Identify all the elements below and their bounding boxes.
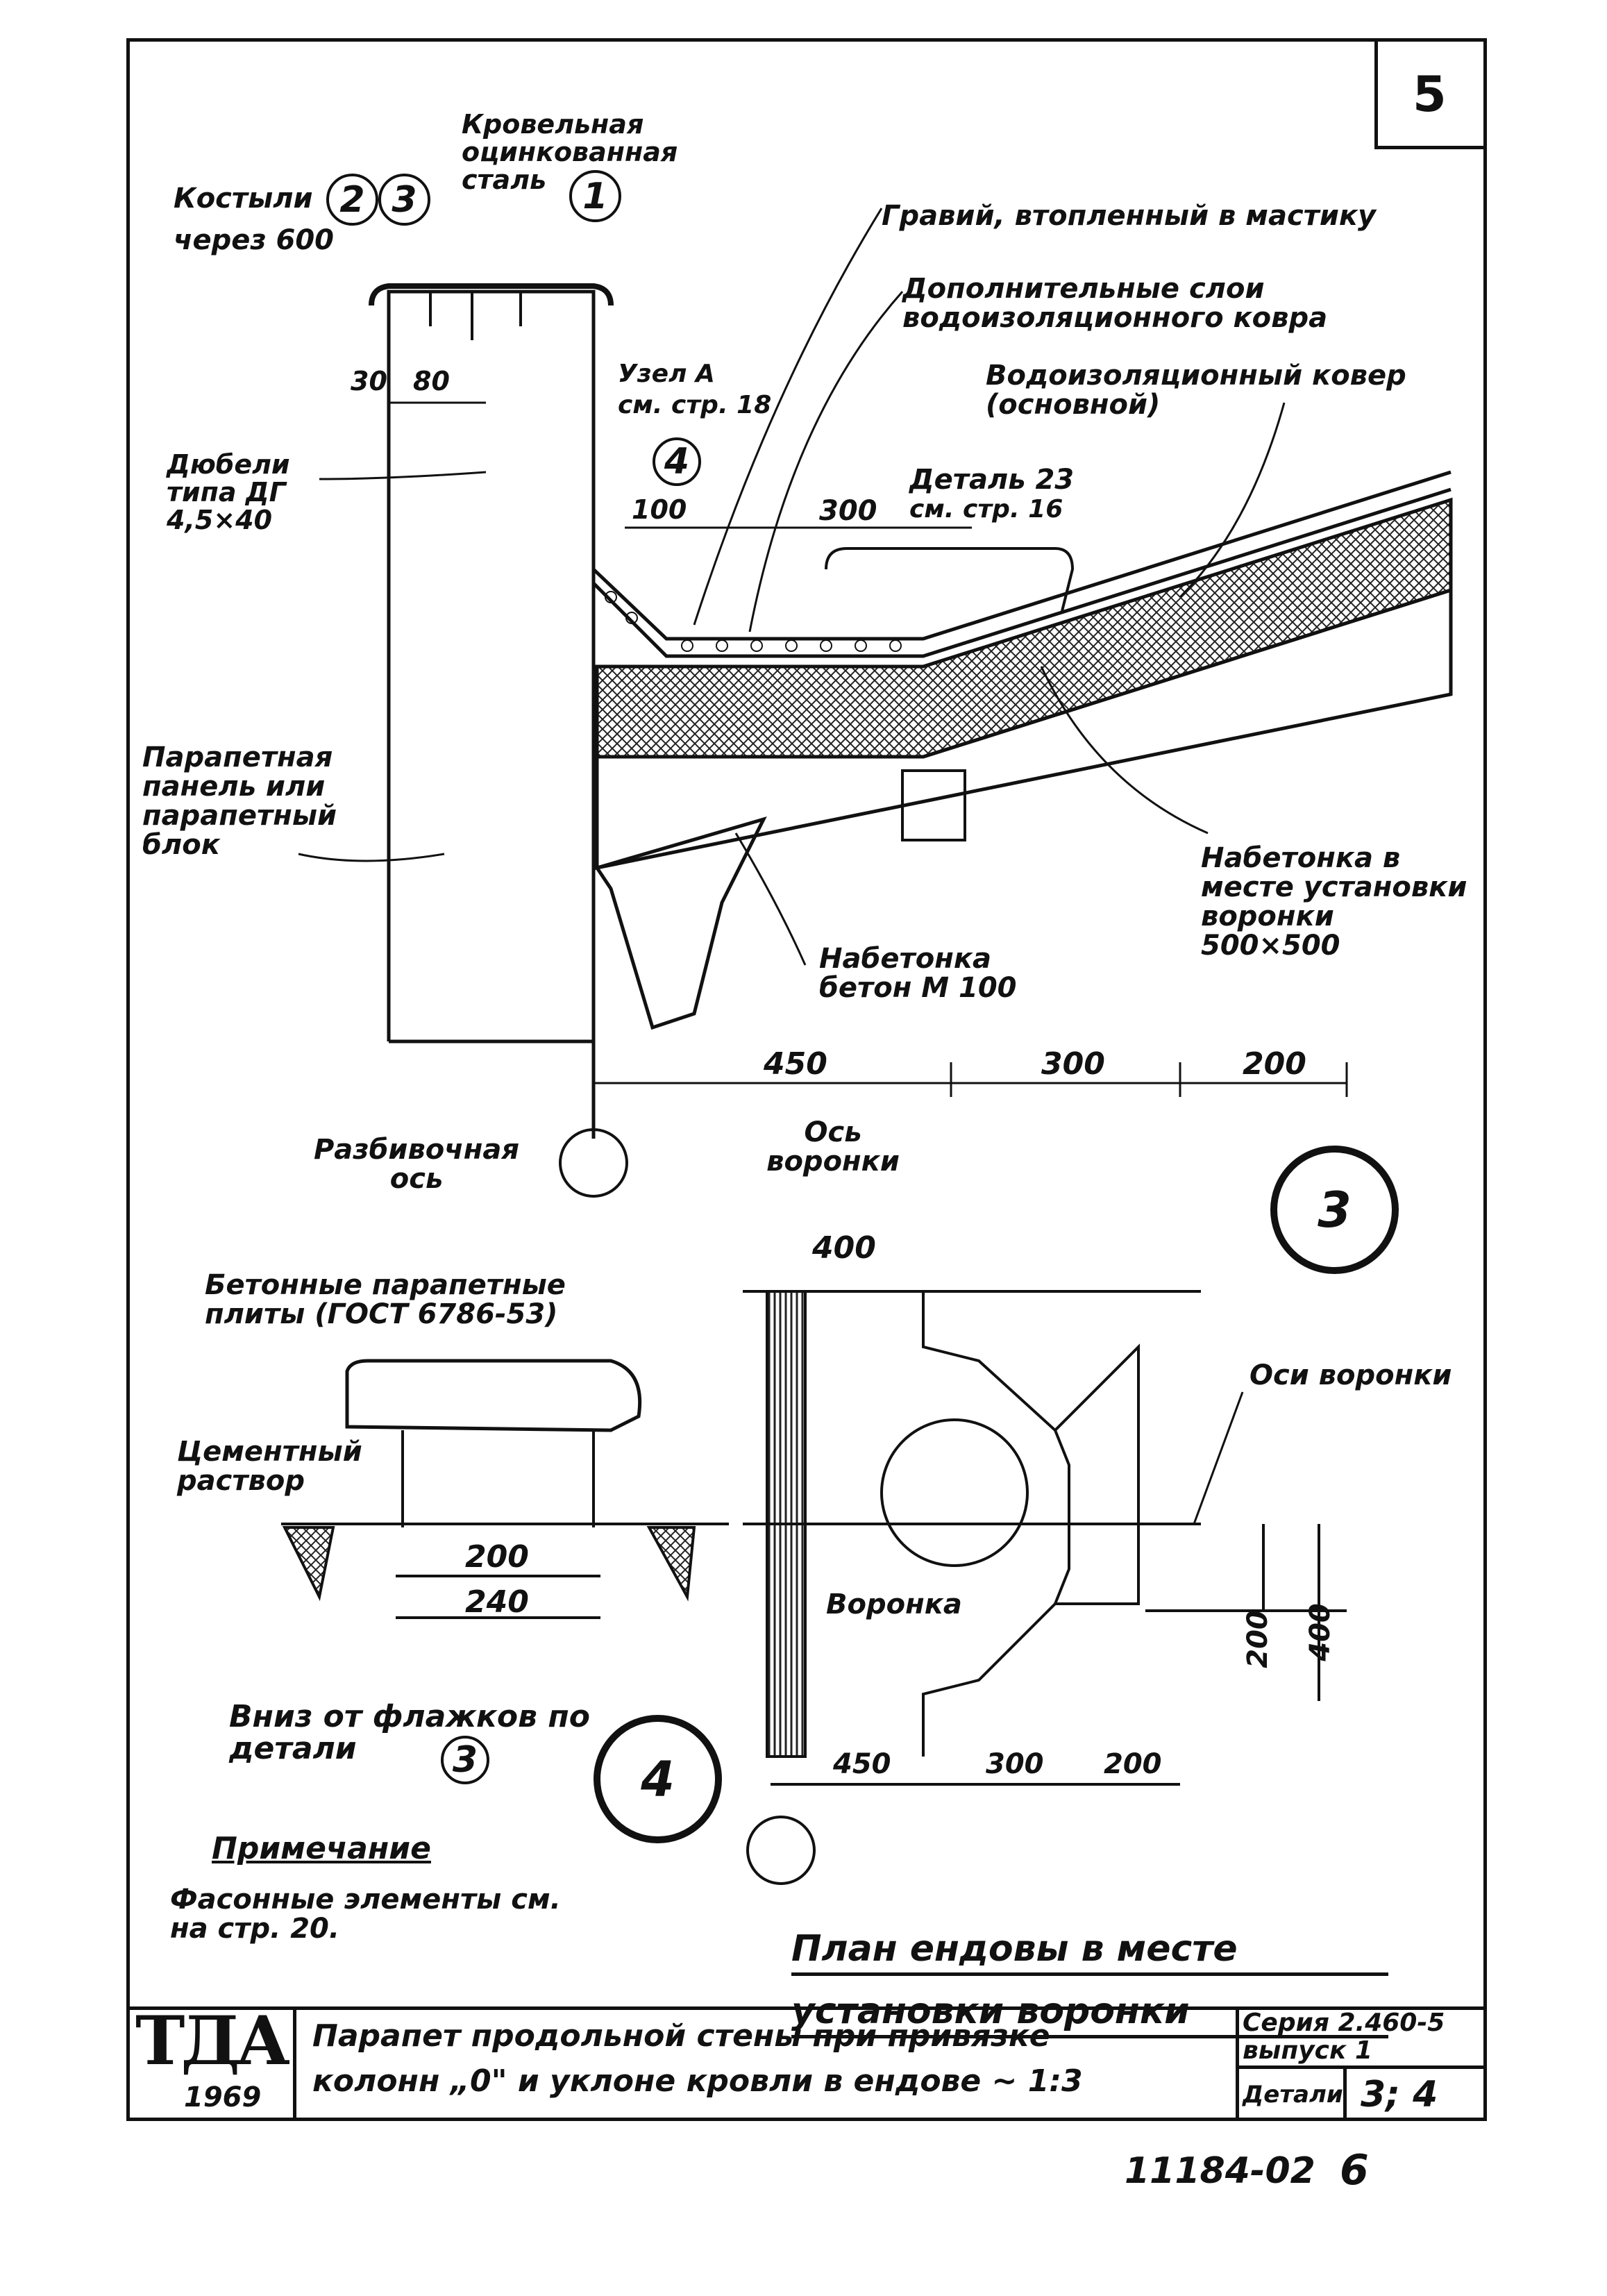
- parapet-panel: [387, 290, 596, 1044]
- dim-450: 450: [764, 1046, 827, 1082]
- parapet-label: Парапетная панель или парапетный блок: [142, 741, 337, 861]
- extra-layers-label: Дополнительные слои водоизоляционного ко…: [902, 273, 1328, 334]
- funnel-body: [901, 769, 966, 841]
- funnel-axes-label: Оси воронки: [1250, 1359, 1452, 1391]
- marker-1: 1: [569, 170, 621, 222]
- membrane-label: Водоизоляционный ковер (основной): [986, 360, 1406, 421]
- right-wall-stub: [646, 1526, 696, 1602]
- dim-200-d4: 200: [465, 1539, 529, 1575]
- detail4-lines: [281, 1430, 729, 1619]
- plan-dim-200: 200: [1104, 1748, 1162, 1780]
- dim-30: 30: [351, 366, 387, 396]
- plan-dim-450: 450: [833, 1748, 891, 1780]
- note-text: Фасонные элементы см. на стр. 20.: [170, 1884, 561, 1945]
- issue-text: выпуск 1: [1243, 2036, 1373, 2065]
- node-a-ref: см. стр. 18: [618, 391, 772, 419]
- plan-dim-200v: 200: [1241, 1610, 1274, 1668]
- gravel-label: Гравий, втопленный в мастику: [882, 200, 1377, 232]
- setting-axis-marker: [559, 1128, 628, 1198]
- left-wall-stub: [282, 1526, 335, 1602]
- logo-text: ТДА: [135, 2002, 290, 2080]
- plan-title-line1: План ендовы в месте: [791, 1930, 1388, 1976]
- details-label: Детали: [1243, 2081, 1343, 2109]
- dim-80: 80: [413, 366, 450, 396]
- detail-4-label: 4: [594, 1715, 722, 1843]
- slab: [595, 587, 1453, 871]
- sheet-title-line2: колонн „0" и уклоне кровли в ендове ~ 1:…: [312, 2063, 1083, 2099]
- page-number: 6: [1340, 2146, 1369, 2195]
- cement-label: Цементный раствор: [177, 1436, 362, 1497]
- plan-funnel: [880, 1418, 1029, 1567]
- plan-dim-400: 400: [812, 1230, 876, 1266]
- plan-dim-400v: 400: [1304, 1603, 1336, 1661]
- sheet-number: 5: [1413, 66, 1447, 123]
- detail23-label: Деталь 23: [909, 464, 1075, 496]
- parapet-slab: [345, 1359, 642, 1432]
- dim-300: 300: [1041, 1046, 1105, 1082]
- details-value: 3; 4: [1361, 2074, 1438, 2115]
- down-from-flags-label: Вниз от флажков по детали: [229, 1699, 590, 1767]
- dim-300-top: 300: [819, 495, 877, 527]
- logo-cell: [126, 2006, 296, 2121]
- detail23-ref: см. стр. 16: [909, 495, 1063, 523]
- marker-3-ref: 3: [441, 1736, 489, 1784]
- funnel-axis-label: Ось воронки: [766, 1116, 900, 1178]
- details-label-cell: [1236, 2065, 1347, 2121]
- dim-200: 200: [1243, 1046, 1306, 1082]
- crutches-label: Костыли: [174, 183, 313, 215]
- plan-dim-300: 300: [986, 1748, 1044, 1780]
- node-a-label: Узел А: [618, 360, 715, 388]
- dowels-label: Дюбели типа ДГ 4,5×40: [167, 449, 290, 535]
- plan-title-line2: установки воронки: [791, 1993, 1388, 2038]
- funnel-fill-label: Набетонка в месте установки воронки 500×…: [1201, 842, 1467, 962]
- year-text: 1969: [184, 2081, 262, 2113]
- detail-3-label: 3: [1270, 1146, 1399, 1274]
- crutches-spacing: через 600: [174, 224, 335, 256]
- funnel-outline: [825, 547, 1075, 612]
- funnel-label: Воронка: [826, 1589, 962, 1620]
- gravel: [605, 591, 902, 652]
- roof-steel-label: Кровельная оцинкованная сталь: [462, 109, 678, 195]
- plan-axis-marker: [746, 1816, 816, 1885]
- cap-flashing: [369, 283, 614, 306]
- dim-lines-3: [389, 401, 1348, 1097]
- marker-2: 2: [326, 174, 378, 226]
- note-title: Примечание: [212, 1831, 431, 1866]
- leader-lines: [298, 208, 1286, 966]
- parapet-slabs-label: Бетонные парапетные плиты (ГОСТ 6786-53): [205, 1269, 566, 1330]
- setting-axis-label: Разбивочная ось: [313, 1134, 520, 1195]
- dim-100: 100: [632, 494, 687, 525]
- marker-4: 4: [653, 437, 701, 486]
- crutches: [429, 292, 522, 340]
- plan-axis-leader: [1193, 1391, 1244, 1525]
- sheet-title-line1: Парапет продольной стены при привязке: [312, 2018, 1050, 2054]
- fill-concrete-label: Набетонка бетон М 100: [819, 943, 1017, 1004]
- marker-3: 3: [378, 174, 430, 226]
- sheet-number-box: [1374, 38, 1487, 149]
- concrete-fill: [594, 816, 767, 1030]
- plan-lines: [743, 1290, 1347, 1786]
- series-text: Серия 2.460-5: [1243, 2009, 1445, 2037]
- dim-240-d4: 240: [465, 1584, 529, 1620]
- doc-number: 11184-02: [1125, 2150, 1315, 2192]
